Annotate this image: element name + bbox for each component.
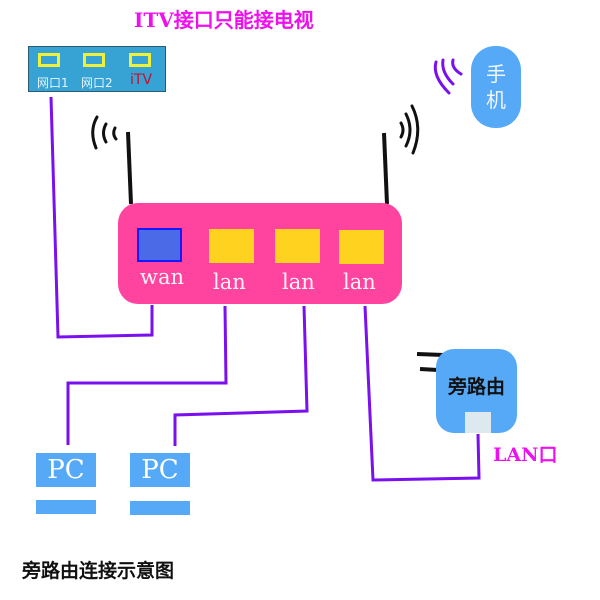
pc-2: PC xyxy=(130,453,190,515)
side-router-port-label: LAN口 xyxy=(493,444,558,466)
router-antenna-left xyxy=(126,131,133,205)
optical-modem: 网口1 网口2 iTV xyxy=(28,46,166,92)
modem-port-itv xyxy=(129,53,151,67)
modem-port-2 xyxy=(83,53,105,67)
pc-1: PC xyxy=(36,453,96,514)
lan-port xyxy=(275,229,320,263)
lan-port xyxy=(339,230,384,264)
wire-lan2-to-pc2 xyxy=(173,305,309,446)
modem-port-label: iTV xyxy=(130,72,153,88)
lan-port xyxy=(209,229,254,263)
wifi-waves-icon xyxy=(399,104,420,155)
phone-label: 机 xyxy=(486,88,506,112)
wifi-waves-icon xyxy=(433,58,463,95)
port-label: lan xyxy=(213,270,246,294)
pc-base xyxy=(36,500,96,514)
side-router: 旁路由 xyxy=(436,349,517,433)
wan-port xyxy=(137,228,182,262)
port-label: wan xyxy=(140,265,185,289)
diagram-caption: 旁路由连接示意图 xyxy=(22,560,175,582)
modem-port-label: 网口2 xyxy=(81,76,113,90)
wire-lan3-to-side-router xyxy=(363,305,481,482)
wire-lan1-to-pc1 xyxy=(66,305,228,445)
phone: 手 机 xyxy=(471,46,521,128)
pc-screen: PC xyxy=(36,453,96,487)
side-router-label: 旁路由 xyxy=(447,376,505,398)
pc-base xyxy=(130,501,190,515)
port-label: lan xyxy=(343,270,376,294)
main-router: wan lan lan lan xyxy=(118,203,402,304)
page-title: ITV接口只能接电视 xyxy=(134,8,314,32)
modem-port-1 xyxy=(38,53,60,67)
modem-port-label: 网口1 xyxy=(37,76,69,90)
port-label: lan xyxy=(282,270,315,294)
side-router-lan-port xyxy=(465,412,491,433)
pc-screen: PC xyxy=(130,453,190,487)
phone-label: 手 xyxy=(486,62,506,86)
wire-modem-to-wan xyxy=(49,96,154,339)
wifi-waves-icon xyxy=(91,115,118,150)
router-antenna-right xyxy=(382,132,389,205)
